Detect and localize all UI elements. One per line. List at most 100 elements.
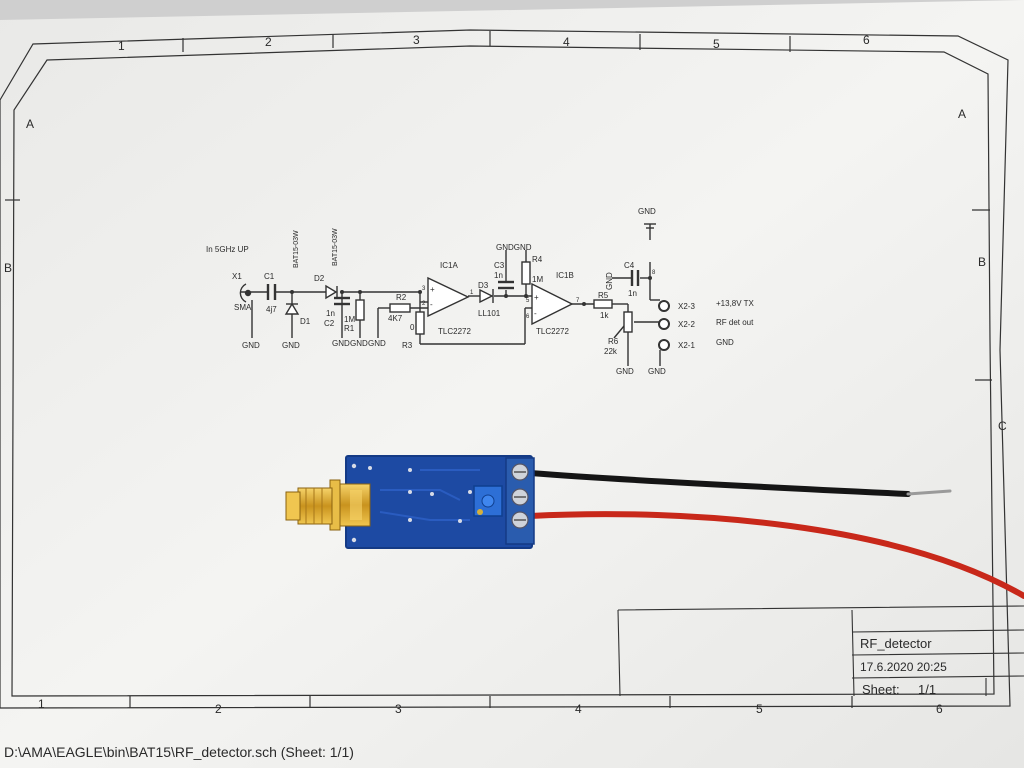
d2-ref-label: D2 xyxy=(314,274,325,283)
c2-value-label: 1n xyxy=(326,309,335,318)
r4-value-label: 1M xyxy=(532,275,543,284)
r6-value-label: 22k xyxy=(604,347,618,356)
junction-dots xyxy=(290,276,652,306)
x2-2-ref-label: X2-2 xyxy=(678,320,695,329)
pcb-board xyxy=(346,456,532,548)
c1-value-label: 4j7 xyxy=(266,305,277,314)
cables xyxy=(527,470,1024,599)
x1-ref-label: X1 xyxy=(232,272,242,281)
ic1a-plus-pin: + xyxy=(430,285,435,294)
terminal-x2-3-symbol xyxy=(658,300,670,312)
ic1a-pin2: 2 xyxy=(422,301,426,307)
row-label-right: B xyxy=(978,255,986,269)
drawing-date: 17.6.2020 20:25 xyxy=(860,660,947,674)
ic1b-plus-pin: + xyxy=(534,293,539,302)
red-cable xyxy=(527,511,1024,599)
sma-connector-nut xyxy=(297,487,333,525)
col-label-top: 1 xyxy=(118,39,125,53)
sheet-label: Sheet: xyxy=(862,682,900,697)
drawing-name: RF_detector xyxy=(860,636,932,651)
ic1a-pin3: 3 xyxy=(422,286,426,292)
sma-connector-symbol xyxy=(239,283,247,303)
r2-ref-label: R2 xyxy=(396,293,407,302)
col-label-bottom: 2 xyxy=(215,702,222,716)
ic1b-pin7: 7 xyxy=(576,298,580,304)
title-block xyxy=(617,605,1024,697)
x2-1-net-label: GND xyxy=(716,338,734,347)
terminal-x2-1-symbol xyxy=(658,339,670,351)
x1-type-label: SMA xyxy=(234,303,252,312)
schematic-drawing: In 5GHz UP X1 SMA C1 4j7 D1 BAT15-03W D2… xyxy=(206,207,755,376)
gnd-label-d1: GND xyxy=(282,341,300,350)
c2-ref-label: C2 xyxy=(324,319,335,328)
terminal-x2-2-symbol xyxy=(658,318,670,330)
x2-1-ref-label: X2-1 xyxy=(678,341,695,350)
row-label-right: C xyxy=(998,419,1007,433)
row-label-left: B xyxy=(4,261,12,275)
col-label-top: 6 xyxy=(863,33,870,47)
gnd-label-r6: GND xyxy=(616,367,634,376)
col-label-top: 5 xyxy=(713,37,720,51)
sheet-value: 1/1 xyxy=(918,682,936,697)
gnd-label-x2: GND xyxy=(648,367,666,376)
r6-ref-label: R6 xyxy=(608,337,619,346)
input-note-label: In 5GHz UP xyxy=(206,245,249,254)
ic1a-minus-pin: - xyxy=(430,300,433,309)
col-label-bottom: 3 xyxy=(395,702,402,716)
col-label-bottom: 4 xyxy=(575,702,582,716)
r3-ref-label: R3 xyxy=(402,341,413,350)
ic1b-pin6: 6 xyxy=(526,314,530,320)
r3-value-label: 0 xyxy=(410,323,415,332)
r1-ref-label: R1 xyxy=(344,324,355,333)
gnd-label-c2: GND xyxy=(332,339,350,348)
ic1b-ref-label: IC1B xyxy=(556,271,574,280)
r5-value-label: 1k xyxy=(600,311,609,320)
col-label-bottom: 5 xyxy=(756,702,763,716)
row-label-left: A xyxy=(26,117,34,131)
c4-ref-label: C4 xyxy=(624,261,635,270)
d1-ref-label: D1 xyxy=(300,317,311,326)
gnd-label-r2: GND xyxy=(368,339,386,348)
gnd-label-c4: GND xyxy=(605,272,614,290)
x2-3-ref-label: X2-3 xyxy=(678,302,695,311)
ic1-pin8: 8 xyxy=(652,270,656,276)
frame-labels: 1 2 3 4 5 6 1 2 3 4 5 6 A B A B C xyxy=(4,33,1007,716)
x2-3-net-label: +13,8V TX xyxy=(716,299,755,308)
opamp-ic1b-symbol xyxy=(531,282,574,326)
file-path: D:\AMA\EAGLE\bin\BAT15\RF_detector.sch (… xyxy=(4,744,354,760)
r5-ref-label: R5 xyxy=(598,291,609,300)
d3-part-label: LL101 xyxy=(478,309,501,318)
ic1a-part-label: TLC2272 xyxy=(438,327,471,336)
c3-value-label: 1n xyxy=(494,271,503,280)
col-label-top: 2 xyxy=(265,35,272,49)
d3-ref-label: D3 xyxy=(478,281,489,290)
ic1a-ref-label: IC1A xyxy=(440,261,458,270)
d1-part-label: BAT15-03W xyxy=(293,230,300,268)
pcb-module xyxy=(285,455,535,549)
r4-ref-label: R4 xyxy=(532,255,543,264)
col-label-bottom: 1 xyxy=(38,697,45,711)
row-label-right: A xyxy=(958,107,966,121)
x2-2-net-label: RF det out xyxy=(716,318,754,327)
drawing-frame xyxy=(0,29,1011,709)
c1-ref-label: C1 xyxy=(264,272,275,281)
opamp-ic1a-symbol xyxy=(427,276,470,318)
col-label-bottom: 6 xyxy=(936,702,943,716)
d2-part-label: BAT15-03W xyxy=(332,228,339,266)
gnd-label-x1: GND xyxy=(242,341,260,350)
schematic-labels: In 5GHz UP X1 SMA C1 4j7 D1 BAT15-03W D2… xyxy=(206,207,755,376)
gndgnd-label: GNDGND xyxy=(496,243,532,252)
ic1a-pin1: 1 xyxy=(470,290,474,296)
col-label-top: 4 xyxy=(563,35,570,49)
col-label-top: 3 xyxy=(413,33,420,47)
r1-value-label: 1M xyxy=(344,315,355,324)
gnd-label-top: GND xyxy=(638,207,656,216)
r2-value-label: 4K7 xyxy=(388,314,403,323)
black-cable-stripped-end xyxy=(906,489,952,496)
c3-ref-label: C3 xyxy=(494,261,505,270)
schematic-components xyxy=(239,223,670,351)
black-cable xyxy=(527,470,911,497)
ic1b-pin5: 5 xyxy=(526,298,530,304)
